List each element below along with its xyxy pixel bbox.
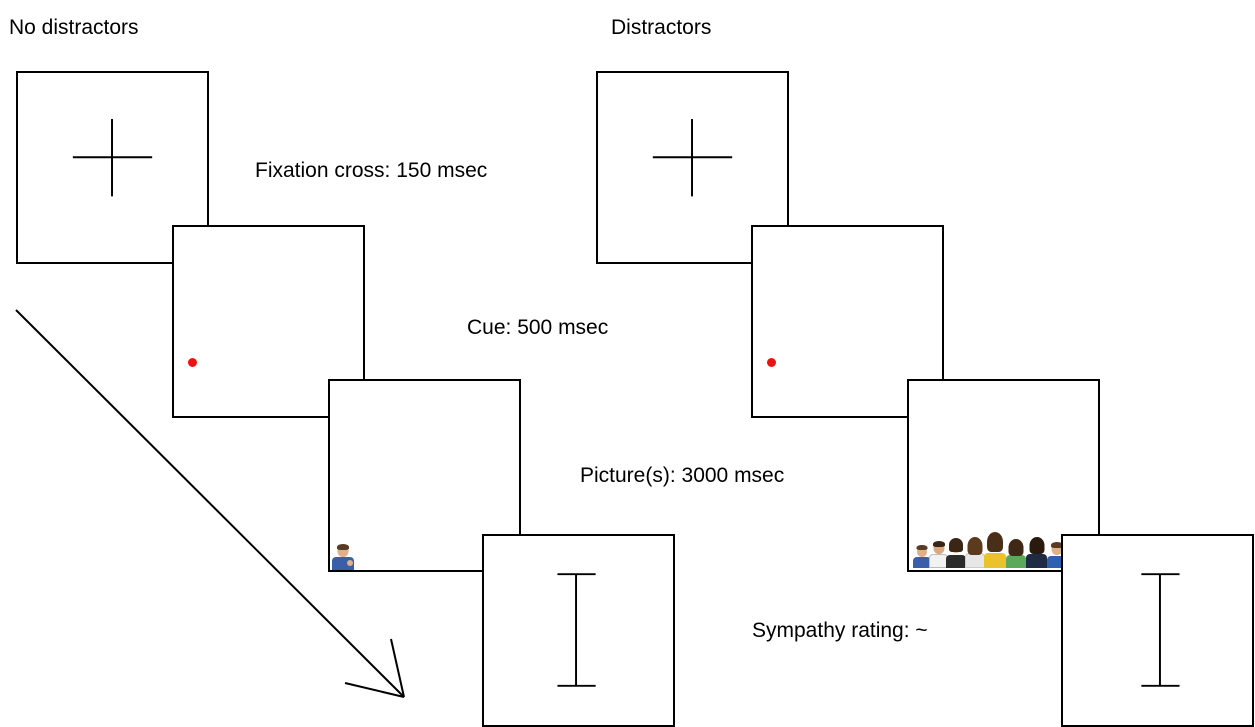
fixation-panel-left xyxy=(16,71,209,264)
cue-dot-icon xyxy=(767,358,776,367)
fixation-cross-icon xyxy=(72,119,153,197)
label-sympathy-rating: Sympathy rating: ~ xyxy=(752,619,928,642)
fixation-cross-icon xyxy=(652,119,733,197)
label-cue: Cue: 500 msec xyxy=(467,316,609,339)
rating-panel-right xyxy=(1061,534,1254,727)
rating-scale-icon xyxy=(1141,573,1180,687)
heading-no-distractors: No distractors xyxy=(9,16,139,39)
cue-dot-icon xyxy=(188,358,197,367)
label-fixation-cross: Fixation cross: 150 msec xyxy=(255,159,488,182)
child-photo xyxy=(332,542,354,570)
heading-distractors: Distractors xyxy=(611,16,712,39)
rating-panel-left xyxy=(482,534,675,727)
children-group-photo xyxy=(913,532,1103,568)
rating-scale-icon xyxy=(557,573,596,687)
label-pictures: Picture(s): 3000 msec xyxy=(580,464,785,487)
